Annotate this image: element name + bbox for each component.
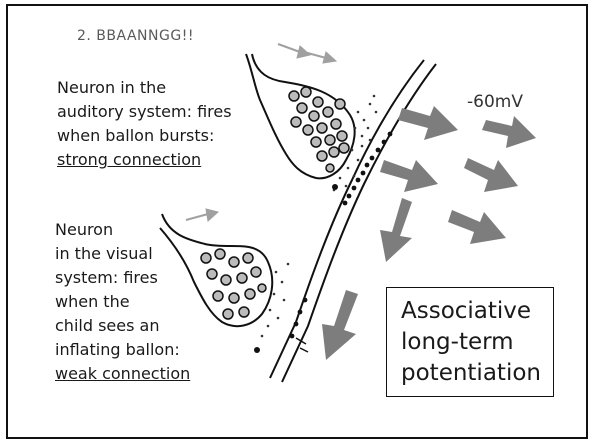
ltp-line: long-term: [401, 327, 553, 358]
ltp-box: Associative long-term potentiation: [386, 287, 554, 397]
weak-connection-label: weak connection: [55, 362, 190, 386]
visual-line: child sees an: [55, 314, 190, 338]
membrane-potential-label: -60mV: [467, 92, 523, 112]
visual-neuron-label: Neuron in the visual system: fires when …: [55, 218, 190, 386]
visual-line: system: fires: [55, 266, 190, 290]
auditory-terminal: [246, 54, 377, 191]
strong-connection-label: strong connection: [57, 148, 232, 172]
visual-line: in the visual: [55, 242, 190, 266]
visual-line: Neuron: [55, 218, 190, 242]
auditory-line: when ballon bursts:: [57, 124, 232, 148]
ltp-line: potentiation: [401, 358, 553, 389]
auditory-neuron-label: Neuron in the auditory system: fires whe…: [57, 76, 232, 172]
visual-line: when the: [55, 290, 190, 314]
auditory-line: Neuron in the: [57, 76, 232, 100]
visual-line: inflating ballon:: [55, 338, 190, 362]
slide-title: 2. BBAANNGG!!: [77, 28, 194, 44]
ltp-line: Associative: [401, 296, 553, 327]
auditory-line: auditory system: fires: [57, 100, 232, 124]
